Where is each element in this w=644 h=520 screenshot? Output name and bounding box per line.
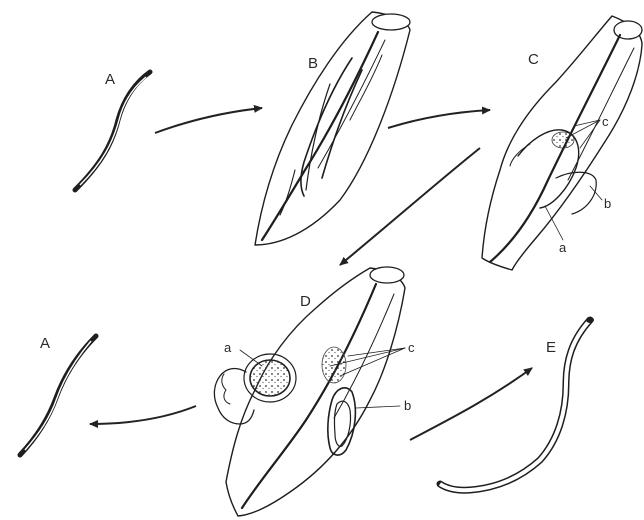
arrow-a-to-b [155, 108, 262, 133]
label-c-b: b [604, 196, 611, 211]
label-c: C [528, 51, 539, 68]
label-c-c: c [602, 114, 609, 129]
panel-b-tissue [255, 12, 410, 245]
arrow-d-to-a [90, 406, 196, 424]
worm-a-bottom [20, 336, 96, 455]
worm-a-top [75, 72, 150, 190]
label-d-c: c [408, 340, 415, 355]
worm-e [440, 317, 594, 490]
label-d: D [300, 293, 311, 310]
label-b: B [308, 55, 318, 72]
panel-c-tissue [482, 16, 642, 270]
label-d-b: b [404, 398, 411, 413]
arrow-d-to-e [410, 368, 532, 440]
label-c-a: a [559, 240, 567, 255]
arrow-b-to-c [388, 110, 490, 128]
label-a-bottom: A [40, 335, 50, 352]
label-e: E [546, 339, 556, 356]
label-a-top: A [105, 71, 115, 88]
label-d-a: a [224, 340, 232, 355]
